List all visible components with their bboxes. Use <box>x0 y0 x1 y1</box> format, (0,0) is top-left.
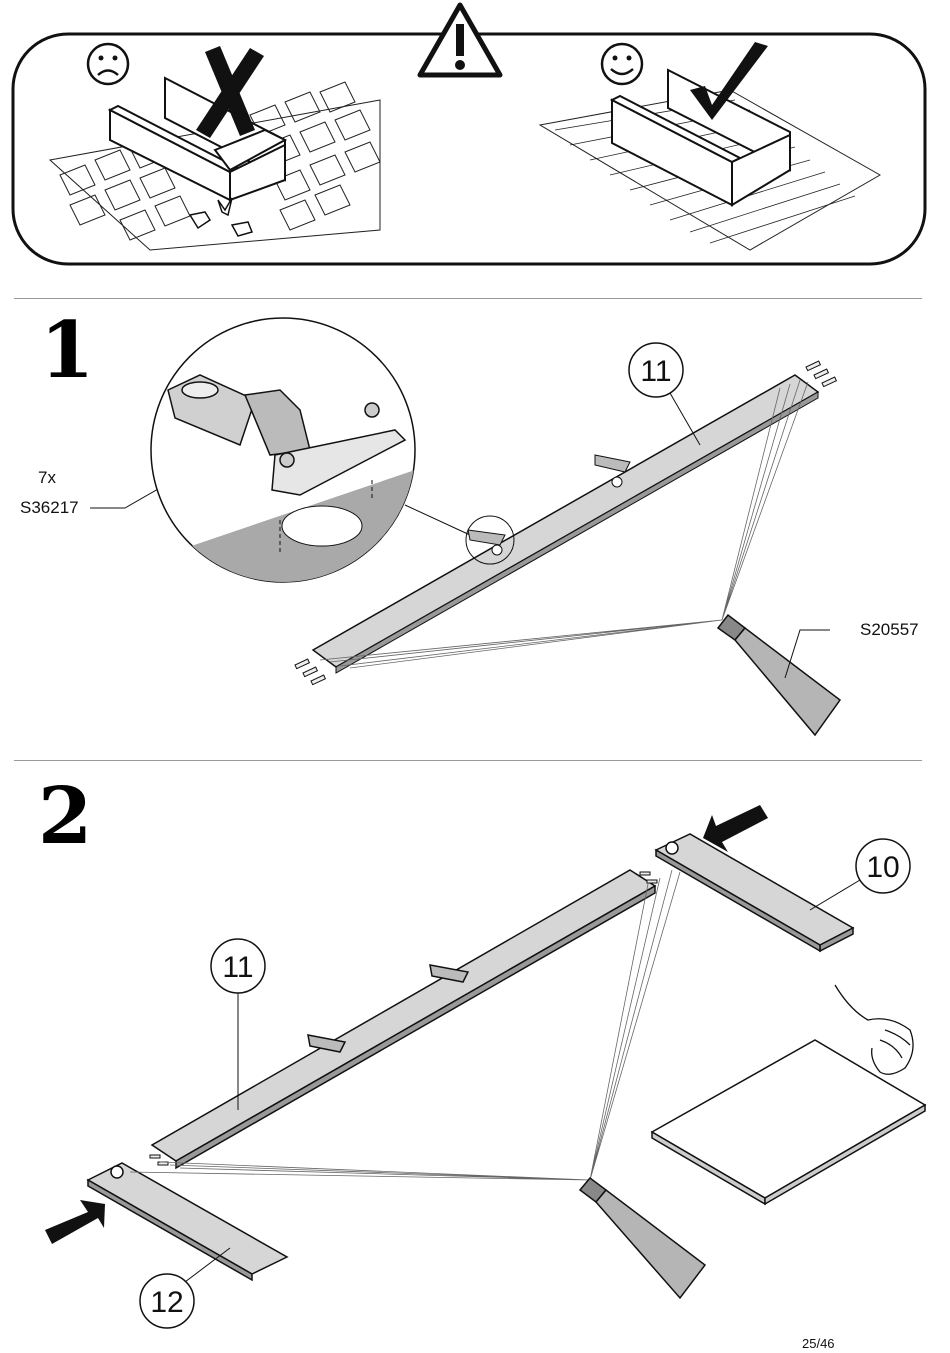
page-number: 25/46 <box>802 1336 835 1351</box>
push-arrow-right <box>703 805 768 852</box>
board-10 <box>656 834 853 951</box>
part-label-12: 12 <box>150 1286 183 1319</box>
glue-tube-icon-step2 <box>580 1178 705 1298</box>
push-arrow-left <box>45 1200 105 1244</box>
part-label-11-step2: 11 <box>222 951 253 984</box>
board-11-step2 <box>152 870 655 1168</box>
part-label-10: 10 <box>866 851 899 884</box>
board-12 <box>88 1163 287 1280</box>
